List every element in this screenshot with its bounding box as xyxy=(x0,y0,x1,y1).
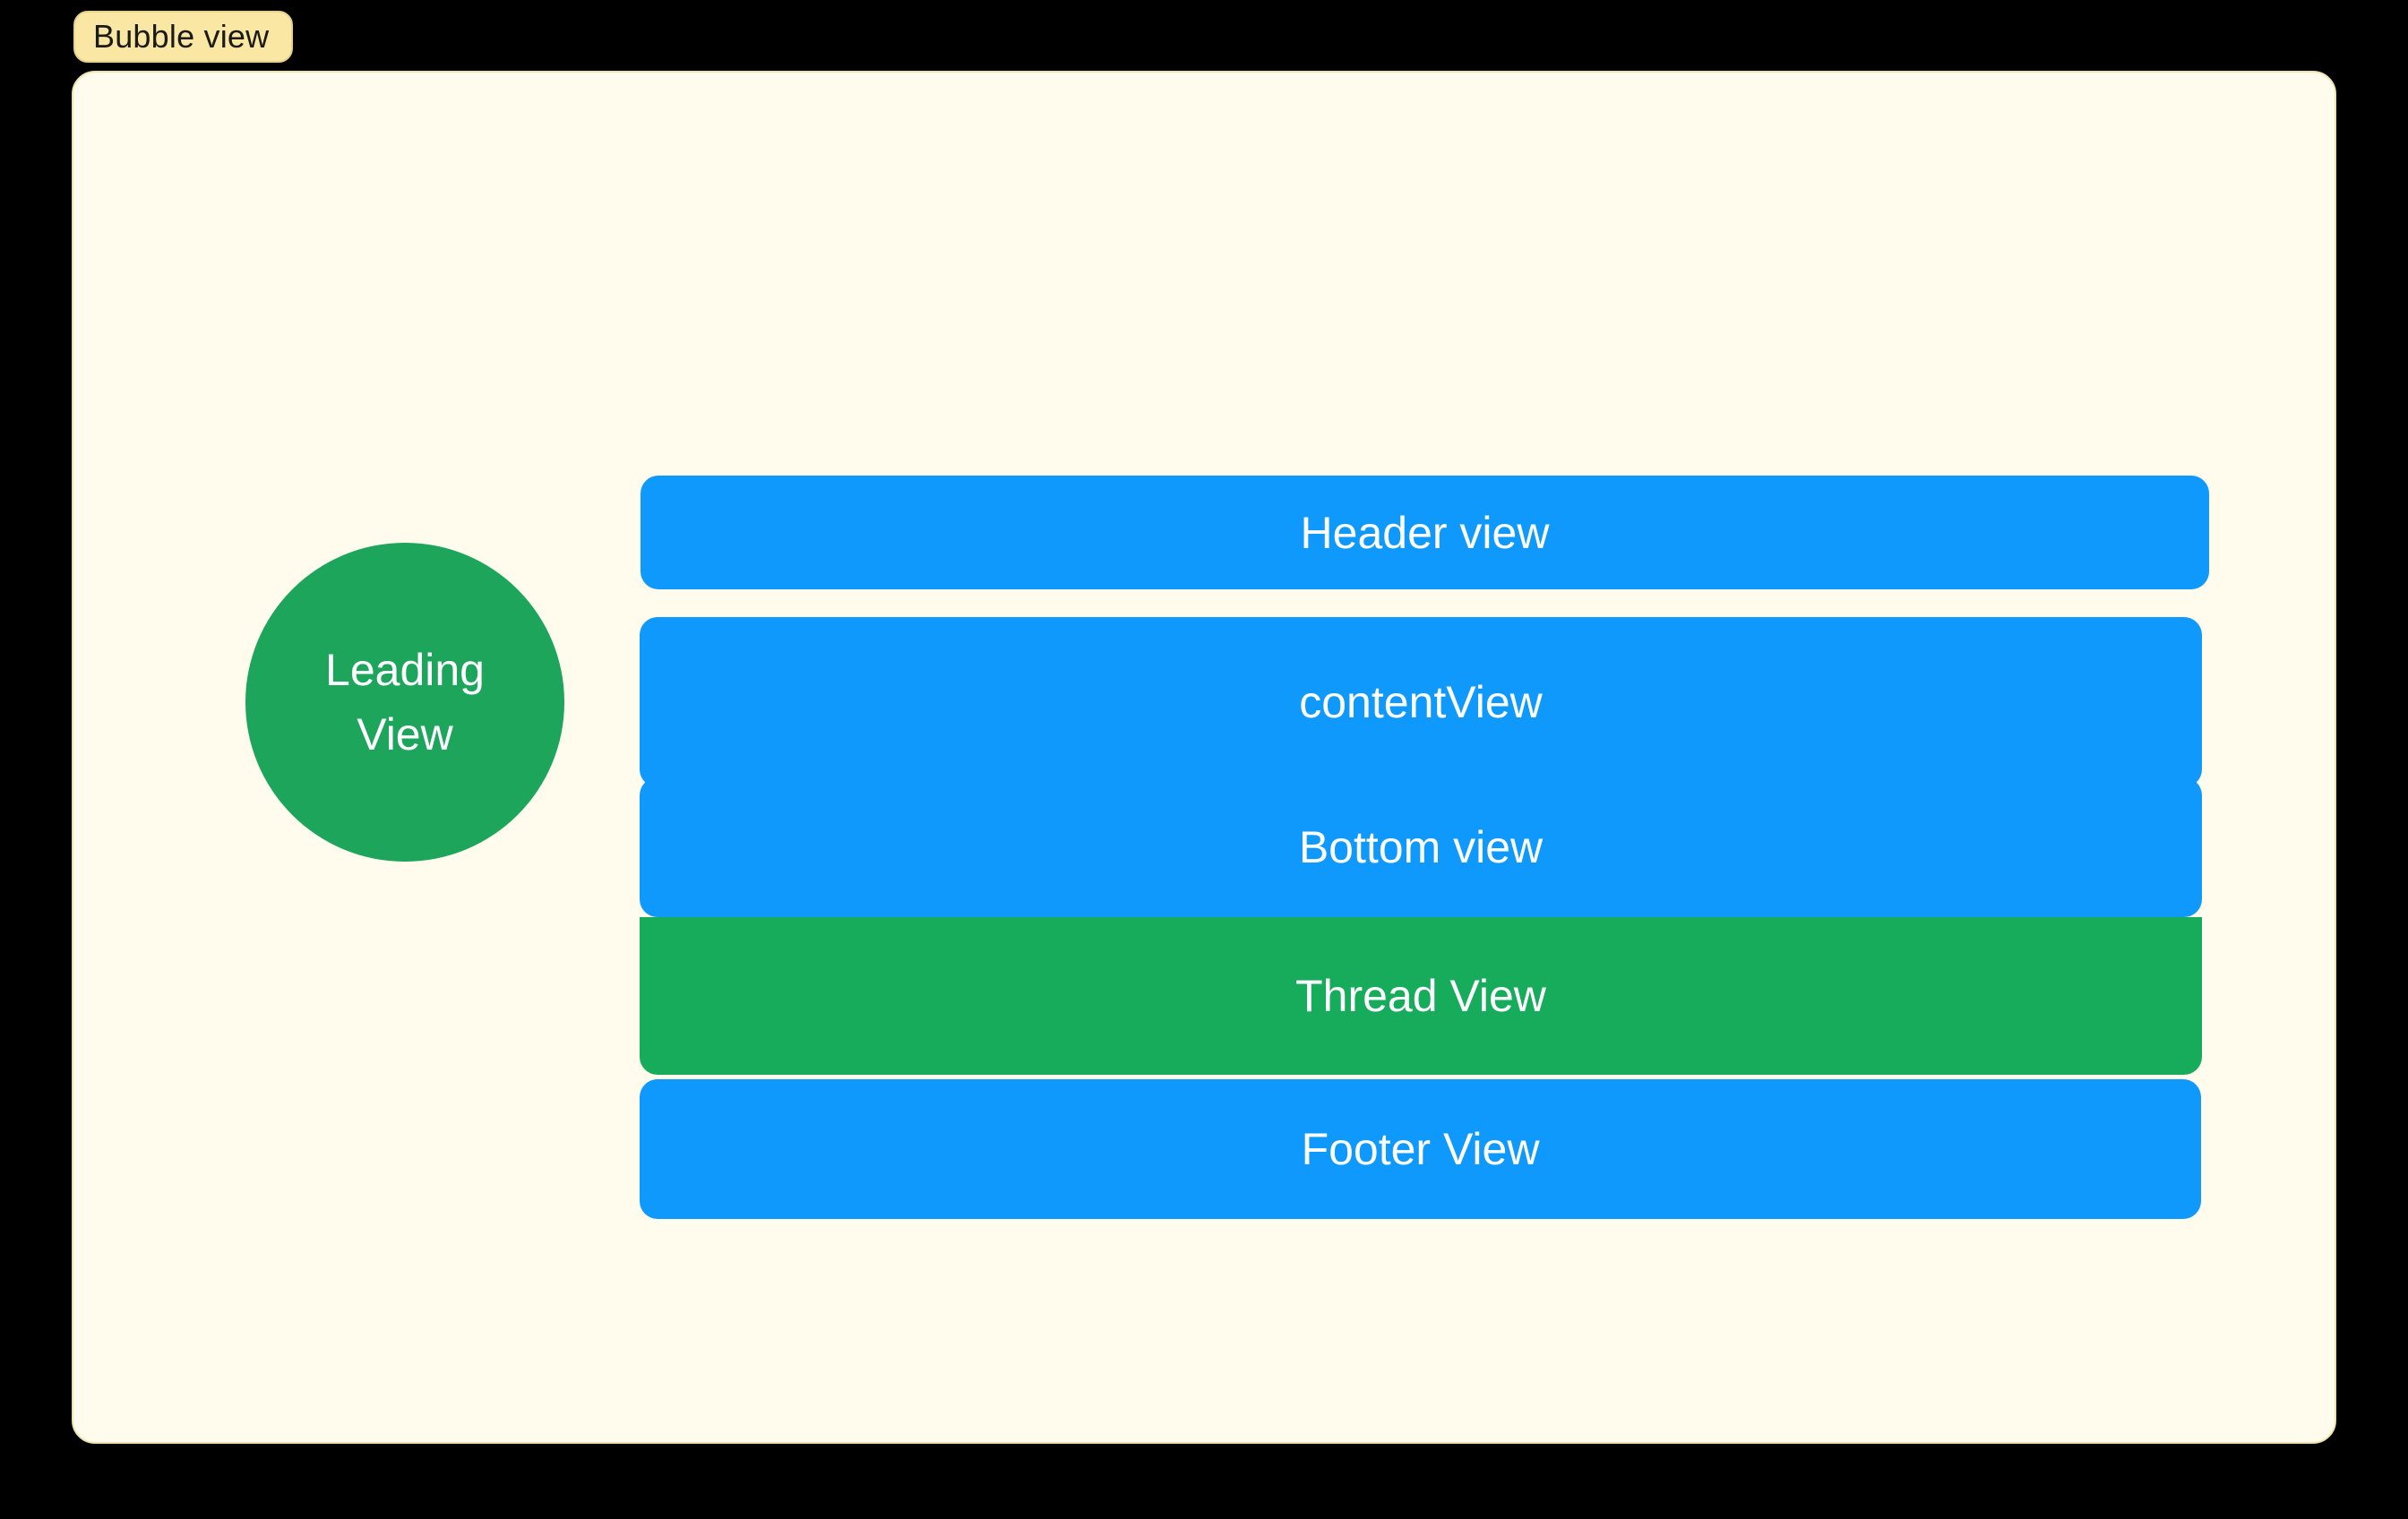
footer-view-bar: Footer View xyxy=(640,1079,2201,1219)
leading-view-label-line1: Leading xyxy=(325,645,485,695)
content-view-bar: contentView xyxy=(640,617,2202,787)
content-view-label: contentView xyxy=(1299,677,1543,727)
bottom-view-bar: Bottom view xyxy=(640,777,2202,917)
leading-view-circle: Leading View xyxy=(245,543,564,862)
bottom-view-label: Bottom view xyxy=(1298,822,1544,872)
bubble-view-badge: Bubble view xyxy=(73,11,293,63)
footer-view-label: Footer View xyxy=(1301,1124,1540,1174)
header-view-bar: Header view xyxy=(641,476,2209,589)
thread-view-label: Thread View xyxy=(1295,971,1546,1021)
thread-view-bar: Thread View xyxy=(640,917,2202,1075)
bubble-view-badge-label: Bubble view xyxy=(93,18,270,55)
header-view-label: Header view xyxy=(1300,507,1550,558)
bubble-view-panel: Leading View Header view contentView Bot… xyxy=(72,71,2336,1444)
leading-view-label-line2: View xyxy=(357,709,453,760)
